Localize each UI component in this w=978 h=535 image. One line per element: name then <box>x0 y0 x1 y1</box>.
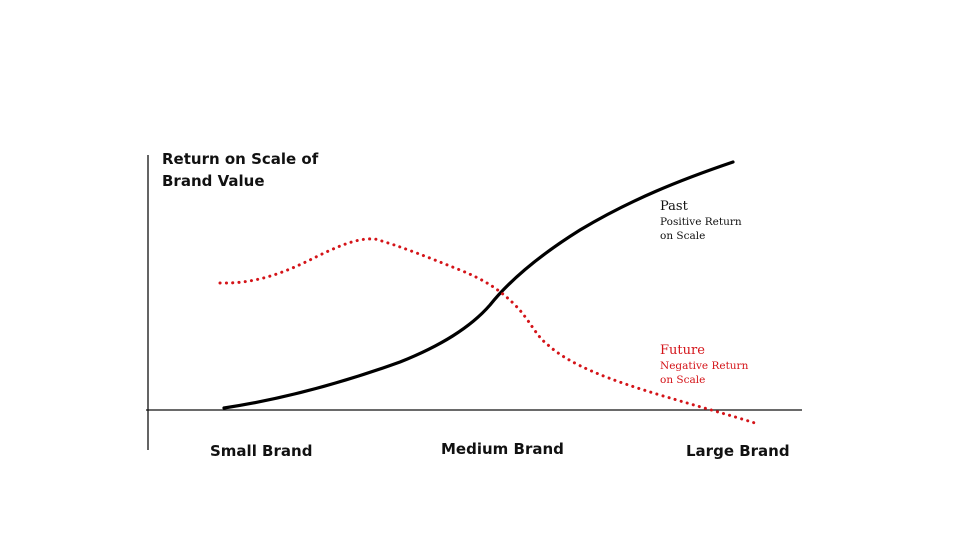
y-axis-label: Return on Scale of Brand Value <box>162 150 319 190</box>
annotation-future-line2: on Scale <box>660 374 706 386</box>
x-tick-large-brand: Large Brand <box>686 442 790 460</box>
x-tick-medium-brand: Medium Brand <box>441 440 564 458</box>
annotation-past-title: Past <box>660 199 688 214</box>
annotation-past: Past Positive Return on Scale <box>660 198 742 243</box>
annotation-future-line1: Negative Return <box>660 360 749 372</box>
x-tick-small-brand: Small Brand <box>210 442 313 460</box>
annotation-future: Future Negative Return on Scale <box>660 342 748 387</box>
annotation-past-line1: Positive Return <box>660 216 742 228</box>
future-series-line <box>218 237 760 426</box>
past-series-line <box>222 160 735 410</box>
annotation-future-title: Future <box>660 343 705 358</box>
annotation-past-line2: on Scale <box>660 230 706 242</box>
